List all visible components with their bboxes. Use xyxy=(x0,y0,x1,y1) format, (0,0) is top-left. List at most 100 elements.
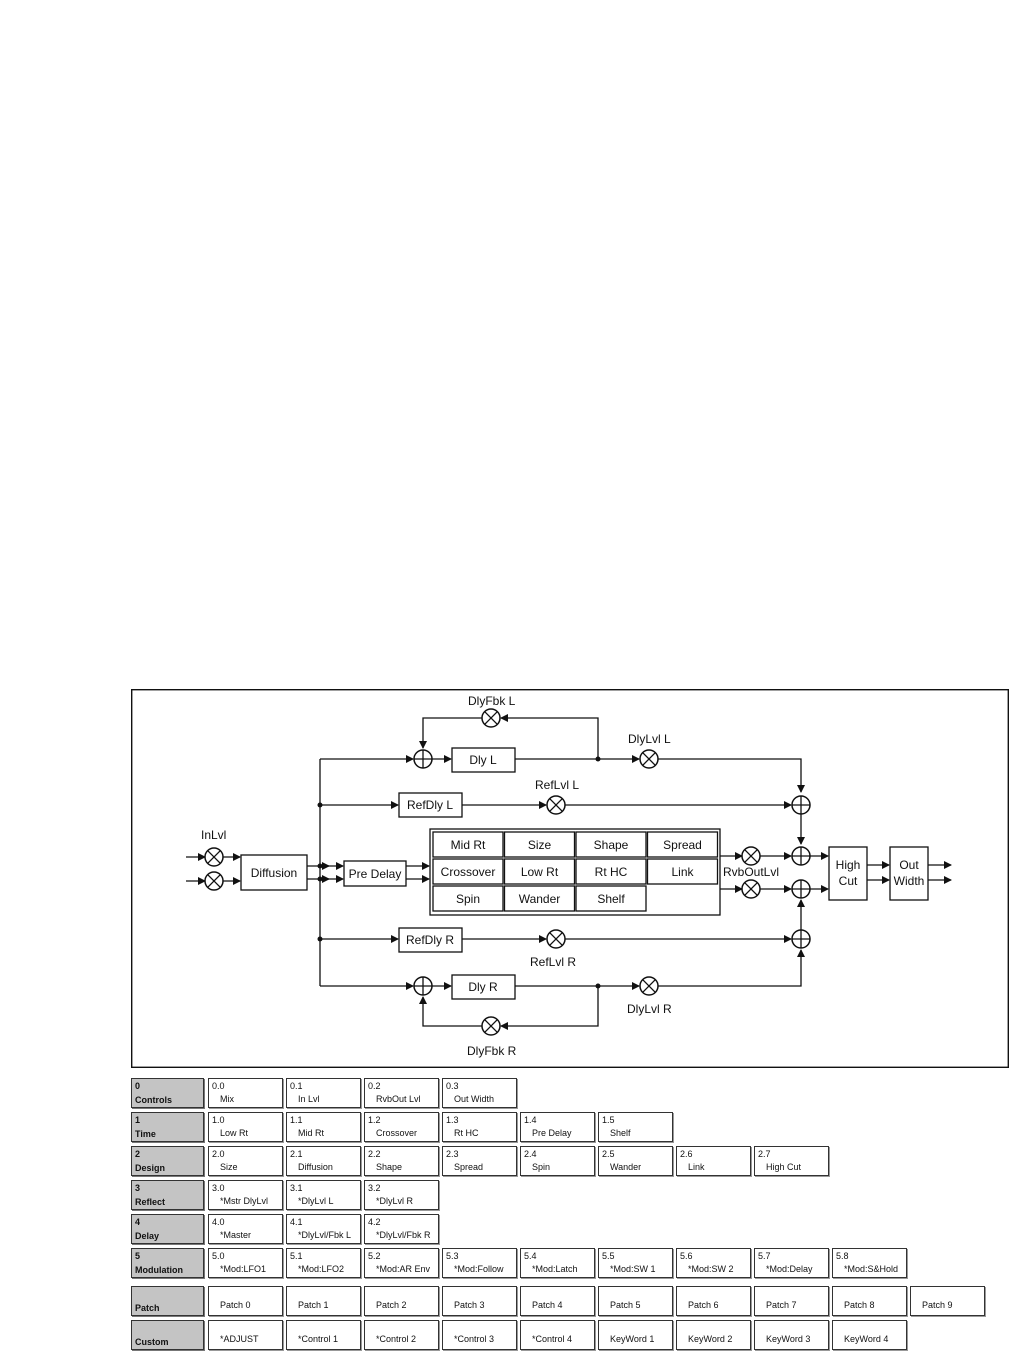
param-cell-name: KeyWord 1 xyxy=(610,1334,655,1344)
reverb-grid-cell: Low Rt xyxy=(503,858,576,885)
ref-r-summing-node xyxy=(791,929,811,949)
reverb-grid-cell: Shelf xyxy=(575,885,647,912)
ref-lvl-l-multiplier xyxy=(546,795,566,815)
ref-dly-l-label: RefDly L xyxy=(407,798,453,812)
param-cell: *Control 1 xyxy=(286,1320,361,1350)
param-cell: Patch 5 xyxy=(598,1286,673,1316)
param-cell-id: 4.2 xyxy=(368,1217,381,1227)
param-cell-id: 2.3 xyxy=(446,1149,459,1159)
ref-lvl-l-label: RefLvl L xyxy=(535,778,579,792)
param-cell-name: *Control 4 xyxy=(532,1334,573,1344)
param-cell-name: Patch 6 xyxy=(688,1300,719,1310)
param-cell-name: Size xyxy=(220,1162,238,1172)
param-cell-name: *Mod:SW 2 xyxy=(688,1264,734,1274)
param-cell-name: In Lvl xyxy=(298,1094,320,1104)
param-cell-name: *Mod:LFO1 xyxy=(220,1264,267,1274)
high-cut-label-line2: Cut xyxy=(839,874,858,888)
param-cell-id: 1.0 xyxy=(212,1115,225,1125)
param-cell-name: Shelf xyxy=(610,1128,631,1138)
param-cell-name: *Control 3 xyxy=(454,1334,495,1344)
param-cell: *Control 3 xyxy=(442,1320,517,1350)
param-row-name: Patch xyxy=(135,1303,160,1313)
param-row-name: Design xyxy=(135,1163,166,1173)
reverb-grid-cell-label: Spread xyxy=(663,838,702,852)
param-cell: Patch 0 xyxy=(208,1286,283,1316)
dly-l-label: Dly L xyxy=(469,753,497,767)
param-cell-name: Pre Delay xyxy=(532,1128,572,1138)
param-cell: *Control 4 xyxy=(520,1320,595,1350)
dly-lvl-r-multiplier xyxy=(639,976,659,996)
ref-dly-l-block: RefDly L xyxy=(398,792,463,818)
param-cell-name: Shape xyxy=(376,1162,403,1172)
reverb-grid-cell-label: Rt HC xyxy=(595,865,628,879)
param-cell-name: *Mod:Follow xyxy=(454,1264,504,1274)
param-cell-id: 2.7 xyxy=(758,1149,771,1159)
param-row-name: Delay xyxy=(135,1231,160,1241)
param-cell-id: 5.4 xyxy=(524,1251,537,1261)
param-cell-id: 5.1 xyxy=(290,1251,303,1261)
param-cell-id: 1.5 xyxy=(602,1115,615,1125)
param-cell-id: 5.5 xyxy=(602,1251,615,1261)
dly-r-block: Dly R xyxy=(451,974,516,1000)
param-cell-name: Mid Rt xyxy=(298,1128,325,1138)
reverb-grid-cell: Size xyxy=(503,831,576,858)
param-cell-name: *Mstr DlyLvl xyxy=(220,1196,269,1206)
param-cell-id: 5.8 xyxy=(836,1251,849,1261)
param-cell-id: 2.4 xyxy=(524,1149,537,1159)
param-cell: *Control 2 xyxy=(364,1320,439,1350)
param-row-name: Custom xyxy=(135,1337,169,1347)
param-cell-name: High Cut xyxy=(766,1162,802,1172)
diffusion-block: Diffusion xyxy=(240,854,308,891)
param-cell-name: Patch 2 xyxy=(376,1300,407,1310)
reverb-grid-cell-label: Link xyxy=(671,865,694,879)
param-cell-name: *Mod:AR Env xyxy=(376,1264,431,1274)
reverb-grid-cell-label: Crossover xyxy=(441,865,496,879)
param-cell: Patch 3 xyxy=(442,1286,517,1316)
param-cell-id: 1.1 xyxy=(290,1115,303,1125)
param-cell-name: KeyWord 3 xyxy=(766,1334,811,1344)
rvb-out-lvl-multiplier-top xyxy=(741,846,761,866)
param-row-number: 1 xyxy=(135,1115,141,1125)
param-cell-name: Patch 9 xyxy=(922,1300,953,1310)
param-cell-id: 5.2 xyxy=(368,1251,381,1261)
reverb-block-diagram: InLvl Diffusion Dly L DlyFbk L DlyLvl L xyxy=(131,689,1009,1068)
dly-fbk-r-multiplier xyxy=(481,1016,501,1036)
high-cut-label-line1: High xyxy=(836,858,861,872)
diffusion-label: Diffusion xyxy=(251,866,297,880)
param-cell: 5.2 *Mod:AR Env xyxy=(364,1248,439,1278)
ref-l-summing-node xyxy=(791,795,811,815)
param-cell: 5.3 *Mod:Follow xyxy=(442,1248,517,1278)
param-row-name: Reflect xyxy=(135,1197,166,1207)
param-cell-name: Wander xyxy=(610,1162,642,1172)
out-width-block: Out Width xyxy=(889,846,929,901)
param-row-header: Patch xyxy=(131,1286,204,1316)
param-cell-id: 1.2 xyxy=(368,1115,381,1125)
param-cell: 5.8*Mod:S&Hold xyxy=(832,1248,907,1278)
param-cell-id: 3.0 xyxy=(212,1183,225,1193)
param-cell-name: *ADJUST xyxy=(220,1334,259,1344)
param-cell-name: *DlyLvl/Fbk L xyxy=(298,1230,352,1240)
param-cell: KeyWord 4 xyxy=(832,1320,907,1350)
param-cell-id: 2.5 xyxy=(602,1149,615,1159)
in-level-multiplier-bottom xyxy=(204,871,224,891)
param-cell-name: *Mod:LFO2 xyxy=(298,1264,345,1274)
reverb-grid-cell-label: Mid Rt xyxy=(451,838,486,852)
param-cell-id: 5.3 xyxy=(446,1251,459,1261)
reverb-grid-cell-label: Shelf xyxy=(597,892,625,906)
in-level-label: InLvl xyxy=(201,828,226,842)
